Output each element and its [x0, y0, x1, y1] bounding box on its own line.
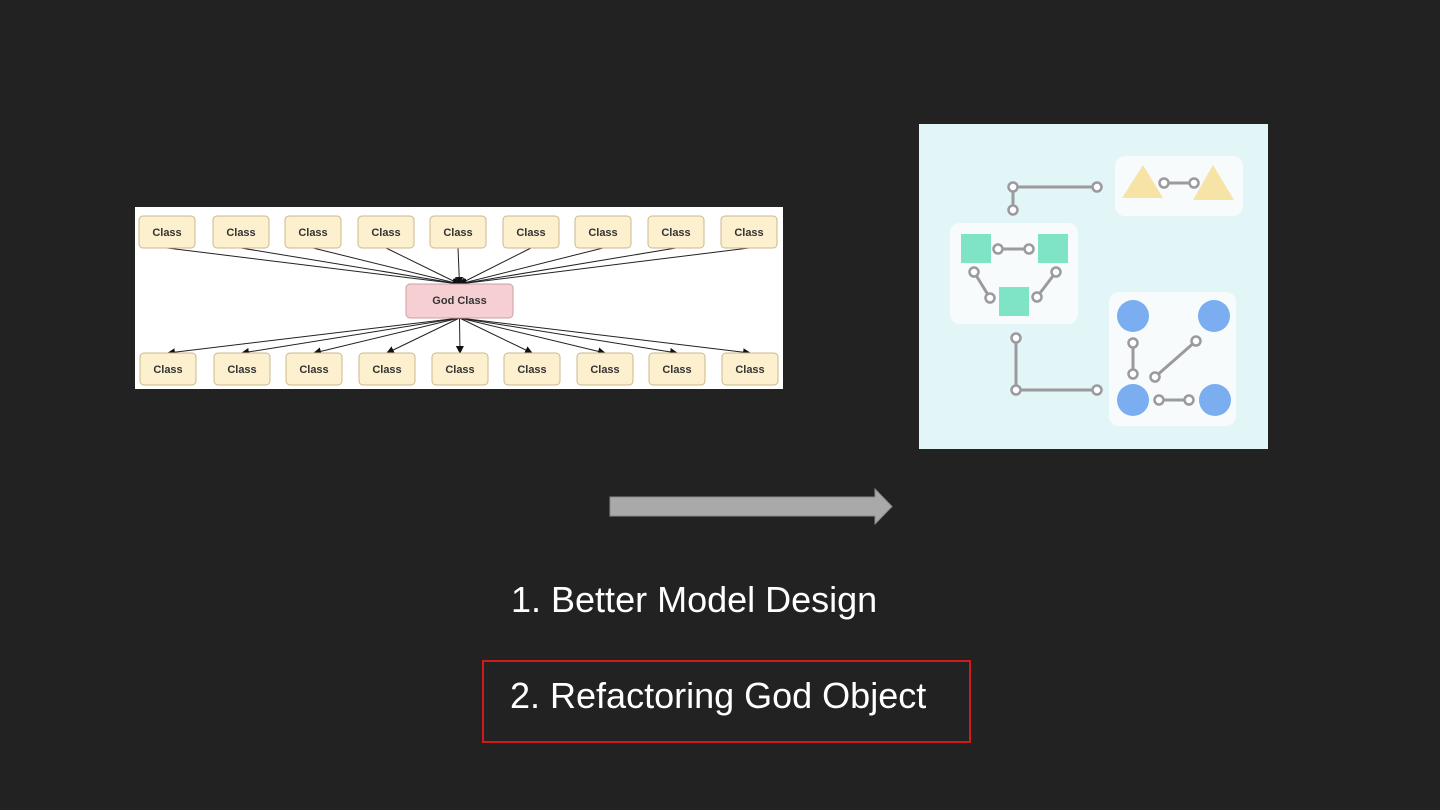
modular-design-illustration — [919, 124, 1268, 449]
dependency-arrow — [458, 247, 604, 287]
class-node: Class — [648, 352, 706, 386]
class-node: Class — [720, 215, 778, 249]
list-item-better-model-design: 1. Better Model Design — [511, 579, 878, 620]
dependency-arrow — [386, 317, 460, 354]
dependency-arrow — [455, 317, 464, 354]
class-node: Class — [357, 215, 415, 249]
class-label: Class — [735, 364, 764, 376]
class-node: Class — [647, 215, 705, 249]
dependency-arrow — [312, 247, 461, 287]
class-node: Class — [284, 215, 342, 249]
class-node: Class — [576, 352, 634, 386]
class-label: Class — [445, 364, 474, 376]
class-node: Class — [358, 352, 416, 386]
class-label: Class — [590, 364, 619, 376]
modular-design-svg — [950, 156, 1243, 426]
god-class-label: God Class — [432, 295, 486, 307]
triangle-shape — [1193, 165, 1234, 200]
class-label: Class — [153, 364, 182, 376]
dependency-arrow — [167, 317, 460, 357]
class-label: Class — [662, 364, 691, 376]
class-label: Class — [227, 364, 256, 376]
transition-arrow — [609, 488, 893, 525]
square-shape — [1038, 234, 1068, 263]
triangle-shape — [1122, 165, 1163, 198]
class-node: Class — [212, 215, 270, 249]
dependency-arrow — [241, 317, 460, 356]
class-label: Class — [226, 227, 255, 239]
circle-shape — [1117, 300, 1149, 332]
dependency-arrow — [459, 317, 678, 356]
highlight-box — [482, 660, 971, 743]
class-node: Class — [138, 215, 196, 249]
class-label: Class — [516, 227, 545, 239]
connector-nodes — [968, 177, 1202, 406]
bottom-class-row: Class Class Class Class Class Class Class Class… — [139, 352, 779, 386]
dependency-arrow — [458, 247, 677, 287]
class-node: Class — [213, 352, 271, 386]
class-label: Class — [299, 364, 328, 376]
class-node: Class — [431, 352, 489, 386]
class-label: Class — [517, 364, 546, 376]
class-node: Class — [139, 352, 197, 386]
circle-shape — [1199, 384, 1231, 416]
dependency-arrow — [459, 317, 606, 356]
dependency-arrow — [313, 317, 460, 356]
class-label: Class — [734, 227, 763, 239]
class-label: Class — [588, 227, 617, 239]
dependency-arrow — [385, 247, 461, 285]
circle-shape — [1117, 384, 1149, 416]
god-class-node: God Class — [405, 283, 514, 319]
dependency-arrows — [166, 247, 751, 357]
class-node: Class — [503, 352, 561, 386]
class-node: Class — [502, 215, 560, 249]
dependency-arrow — [459, 317, 533, 354]
dependency-arrow — [166, 247, 461, 288]
list-item-refactoring-god-object: 2. Refactoring God Object — [510, 675, 927, 716]
class-node: Class — [429, 215, 487, 249]
top-class-row: Class Class Class Class Class Class Class Class… — [138, 215, 778, 249]
square-shape — [961, 234, 991, 263]
class-node: Class — [574, 215, 632, 249]
class-label: Class — [298, 227, 327, 239]
class-label: Class — [443, 227, 472, 239]
class-label: Class — [661, 227, 690, 239]
class-node: Class — [721, 352, 779, 386]
dependency-arrow — [240, 247, 461, 287]
class-label: Class — [372, 364, 401, 376]
class-label: Class — [371, 227, 400, 239]
circle-shape — [1198, 300, 1230, 332]
dependency-arrow — [455, 247, 464, 285]
class-node: Class — [285, 352, 343, 386]
dependency-arrow — [458, 247, 750, 288]
class-label: Class — [152, 227, 181, 239]
square-shape — [999, 287, 1029, 316]
dependency-arrow — [459, 317, 751, 357]
dependency-arrow — [458, 247, 532, 285]
